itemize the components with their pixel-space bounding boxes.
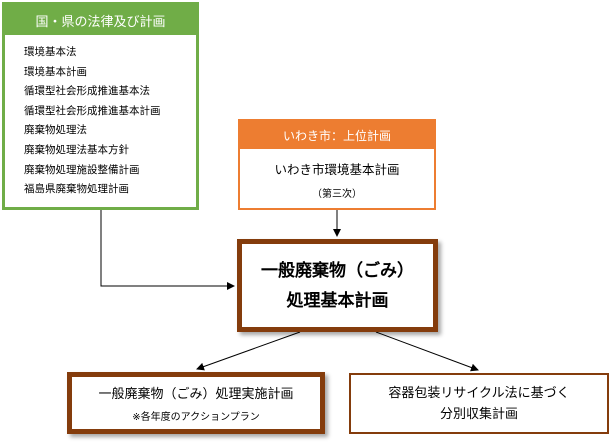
main-to-recycling-arrow [375,331,479,372]
iwaki-city-upper-plan-box: いわき市：上位計画 いわき市環境基本計画 （第三次） [238,119,436,210]
recycling-plan-line2: 分別収集計画 [439,406,518,422]
law-item-recycling-society-act: 循環型社会形成推進基本法 [24,85,150,98]
law-item-environment-basic-plan: 環境基本計画 [24,65,87,78]
law-item-environment-basic-act: 環境基本法 [24,46,77,58]
law-item-waste-management-basic-policy: 廃棄物処理法基本方針 [24,143,129,156]
law-box-title: 国・県の法律及び計画 [5,5,196,35]
main-plan-title-line2: 処理基本計画 [286,290,389,311]
city-box-title: いわき市：上位計画 [240,121,434,149]
container-recycling-plan-box: 容器包装リサイクル法に基づく 分別収集計画 [349,373,609,434]
implementation-plan-note: ※各年度のアクションプラン [132,412,260,423]
law-item-recycling-society-plan: 循環型社会形成推進基本計画 [24,104,161,117]
national-prefecture-laws-box: 国・県の法律及び計画 環境基本法 環境基本計画 循環型社会形成推進基本法 循環型… [2,2,199,210]
city-plan-edition: （第三次） [312,189,362,200]
implementation-plan-title: 一般廃棄物（ごみ）処理実施計画 [98,387,294,402]
law-list: 環境基本法 環境基本計画 循環型社会形成推進基本法 循環型社会形成推進基本計画 … [5,35,196,200]
main-plan-title-line1: 一般廃棄物（ごみ） [261,260,414,281]
law-item-fukushima-waste-plan: 福島県廃棄物処理計画 [24,183,129,196]
general-waste-basic-plan-box: 一般廃棄物（ごみ） 処理基本計画 [237,239,438,332]
law-item-waste-management-act: 廃棄物処理法 [24,124,87,137]
recycling-plan-line1: 容器包装リサイクル法に基づく [388,385,570,401]
main-to-implementation-arrow [196,331,301,371]
implementation-plan-box: 一般廃棄物（ごみ）処理実施計画 ※各年度のアクションプラン [67,372,325,434]
law-to-main-arrow [100,210,235,290]
city-environment-plan: いわき市環境基本計画 [274,162,400,177]
law-item-waste-facility-plan: 廃棄物処理施設整備計画 [24,163,140,176]
